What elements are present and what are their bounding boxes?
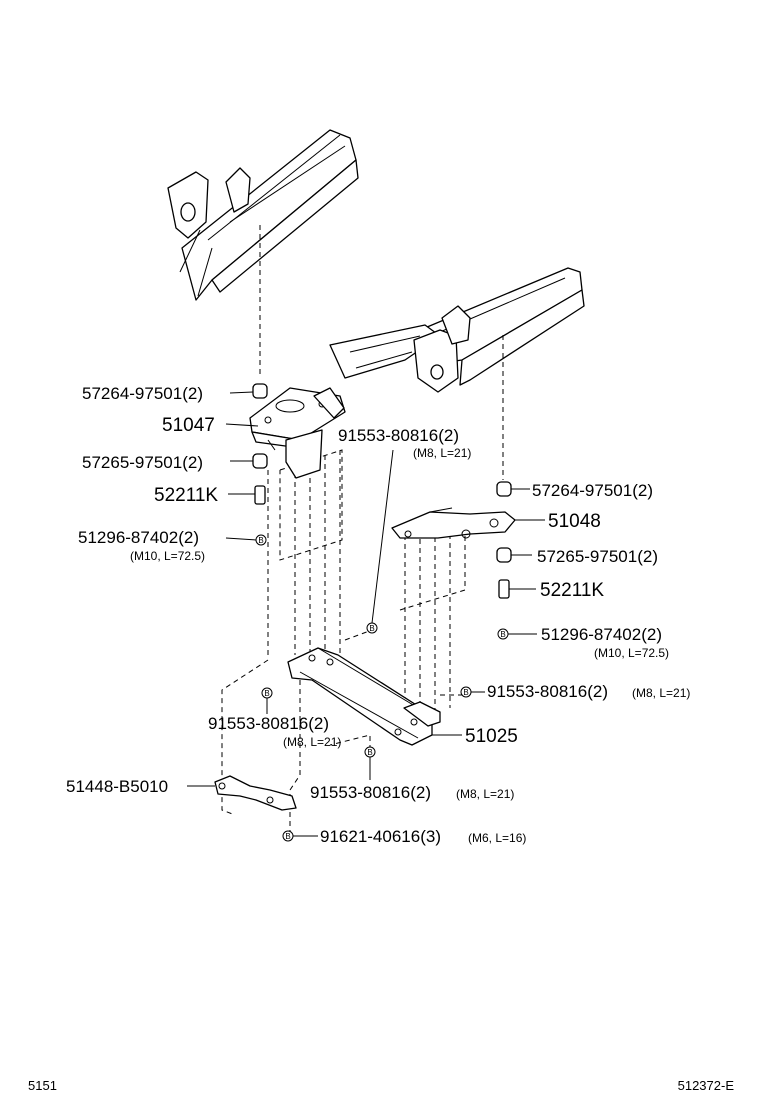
callout-91621-40616: 91621-40616(3) xyxy=(320,827,441,846)
right-mount-bracket xyxy=(391,507,516,539)
left-mount-bracket xyxy=(249,387,346,479)
callout-91553-80816-top: 91553-80816(2) xyxy=(338,426,459,445)
leader-lines xyxy=(187,391,545,837)
callout-91553-80816-top-spec: (M8, L=21) xyxy=(413,446,471,460)
callout-57264-97501-right: 57264-97501(2) xyxy=(532,481,653,500)
bolt-marker: B xyxy=(460,686,472,698)
right-upper-cushion xyxy=(496,481,512,497)
callout-51048: 51048 xyxy=(548,511,601,532)
callout-52211k-left: 52211K xyxy=(154,485,218,506)
left-frame-rail xyxy=(167,129,359,301)
svg-text:B: B xyxy=(367,748,372,757)
callout-91553-80816-bottom: 91553-80816(2) xyxy=(310,783,431,802)
callout-51296-87402-right-spec: (M10, L=72.5) xyxy=(594,646,669,660)
callout-57264-97501-left: 57264-97501(2) xyxy=(82,384,203,403)
bolt-marker: B xyxy=(366,622,378,634)
callout-91553-80816-bottom-spec: (M8, L=21) xyxy=(456,787,514,801)
left-upper-cushion xyxy=(252,383,268,399)
svg-text:B: B xyxy=(258,536,263,545)
svg-text:B: B xyxy=(285,832,290,841)
callout-51296-87402-left: 51296-87402(2) xyxy=(78,528,199,547)
callout-51296-87402-left-spec: (M10, L=72.5) xyxy=(130,549,205,563)
illustration-number: 512372-E xyxy=(678,1078,735,1093)
svg-text:B: B xyxy=(500,630,505,639)
callout-51296-87402-right: 51296-87402(2) xyxy=(541,625,662,644)
bolt-marker: B xyxy=(497,628,509,640)
callout-91553-80816-left-spec: (M8, L=21) xyxy=(283,735,341,749)
right-frame-rail xyxy=(329,267,585,393)
left-lower-cushion xyxy=(252,453,268,469)
page-code: 5151 xyxy=(28,1078,57,1093)
crossmember xyxy=(287,647,441,746)
callout-91621-40616-spec: (M6, L=16) xyxy=(468,831,526,845)
callout-51047: 51047 xyxy=(162,415,215,436)
callout-91553-80816-right: 91553-80816(2) xyxy=(487,682,608,701)
left-collar xyxy=(254,485,266,505)
bolt-marker: B xyxy=(282,830,294,842)
callout-52211k-right: 52211K xyxy=(540,580,604,601)
bolt-marker: B xyxy=(255,534,267,546)
callout-57265-97501-right: 57265-97501(2) xyxy=(537,547,658,566)
callout-57265-97501-left: 57265-97501(2) xyxy=(82,453,203,472)
callout-51025: 51025 xyxy=(465,726,518,747)
assembly-lines xyxy=(221,225,504,835)
callout-51448-b5010: 51448-B5010 xyxy=(66,777,168,796)
svg-text:B: B xyxy=(463,688,468,697)
bolt-marker: B xyxy=(364,746,376,758)
small-bracket xyxy=(214,775,297,811)
right-collar xyxy=(498,579,510,599)
bolt-marker: B xyxy=(261,687,273,699)
callout-91553-80816-left: 91553-80816(2) xyxy=(208,714,329,733)
svg-text:B: B xyxy=(369,624,374,633)
svg-text:B: B xyxy=(264,689,269,698)
right-lower-cushion xyxy=(496,547,512,563)
callout-91553-80816-right-spec: (M8, L=21) xyxy=(632,686,690,700)
